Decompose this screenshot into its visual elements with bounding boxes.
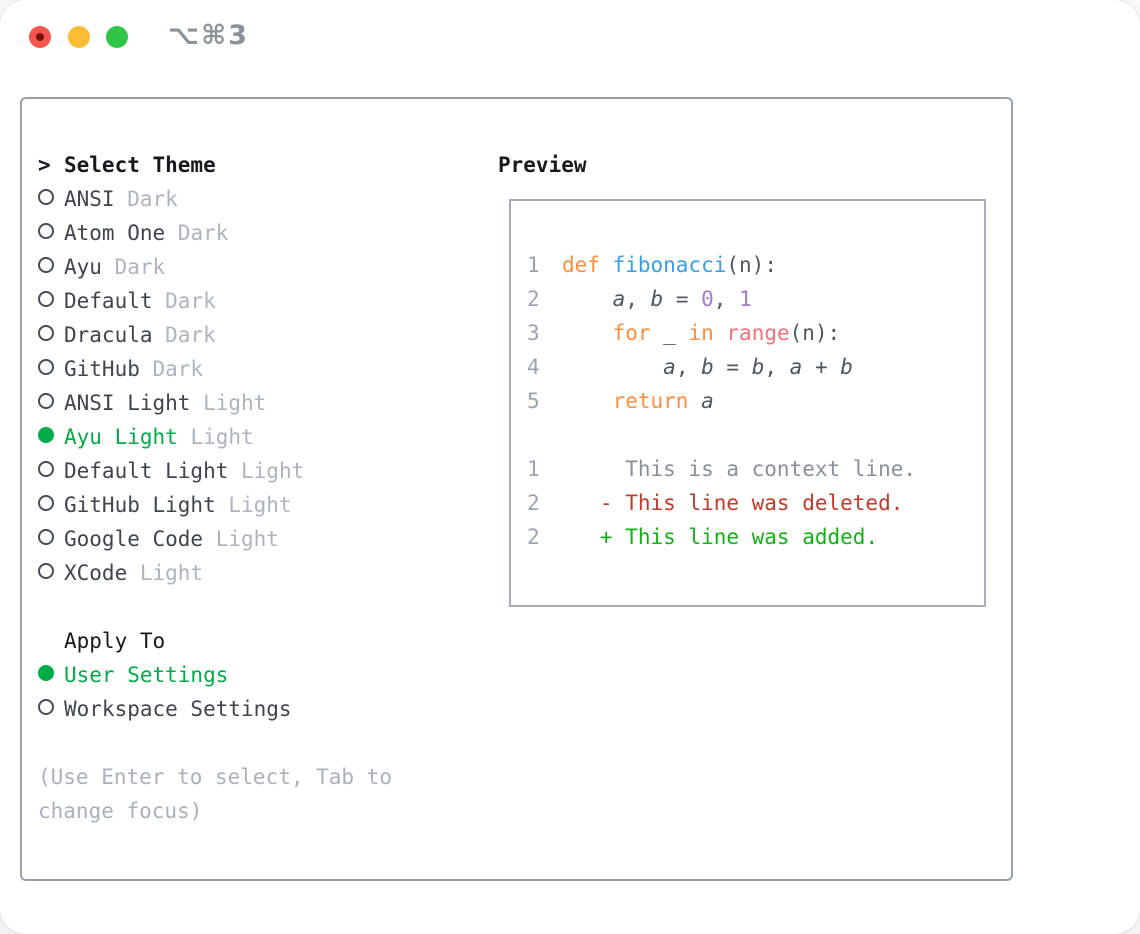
radio-circle-icon bbox=[38, 182, 64, 216]
item-variant: Light bbox=[177, 425, 254, 449]
item-variant: Dark bbox=[139, 357, 204, 381]
theme-item-github-light[interactable]: GitHub Light Light bbox=[38, 488, 438, 522]
keyboard-hint: (Use Enter to select, Tab to change focu… bbox=[38, 765, 393, 823]
item-name: ANSI Light bbox=[64, 391, 191, 415]
item-variant: Light bbox=[228, 459, 305, 483]
radio-selected-icon bbox=[38, 658, 64, 692]
item-name: Default bbox=[64, 289, 153, 313]
item-name: Google Code bbox=[64, 527, 204, 551]
radio-circle-icon bbox=[38, 216, 64, 250]
radio-circle-icon bbox=[38, 454, 64, 488]
blank-line bbox=[527, 418, 984, 452]
diff-line-deleted: 2 - This line was deleted. bbox=[527, 486, 984, 520]
theme-item-ayu-light[interactable]: Ayu Light Light bbox=[38, 420, 438, 454]
item-variant: Light bbox=[203, 527, 279, 551]
line-number: 1 bbox=[527, 253, 540, 277]
diff-line-added: 2 + This line was added. bbox=[527, 520, 984, 554]
item-name: Ayu bbox=[64, 255, 102, 279]
theme-item-ayu[interactable]: Ayu Dark bbox=[38, 250, 438, 284]
minimize-button[interactable] bbox=[68, 26, 90, 48]
radio-circle-icon bbox=[38, 284, 64, 318]
item-variant: Light bbox=[190, 391, 267, 415]
item-variant: Light bbox=[127, 561, 204, 585]
line-number: 2 bbox=[527, 525, 540, 549]
line-number: 5 bbox=[527, 389, 540, 413]
apply-option-user-settings[interactable]: User Settings bbox=[38, 658, 438, 692]
keyboard-shortcut-label: ⌥⌘3 bbox=[168, 20, 249, 51]
line-number: 3 bbox=[527, 321, 540, 345]
theme-item-ansi-light[interactable]: ANSI Light Light bbox=[38, 386, 438, 420]
close-button[interactable] bbox=[29, 26, 51, 48]
item-name: Atom One bbox=[64, 221, 166, 245]
item-variant: Dark bbox=[114, 187, 178, 211]
radio-circle-icon bbox=[38, 318, 64, 352]
select-theme-header: > Select Theme bbox=[38, 148, 438, 182]
item-name: GitHub bbox=[64, 357, 140, 381]
item-name: XCode bbox=[64, 561, 128, 585]
radio-circle-icon bbox=[38, 692, 64, 726]
code-line: 2 a, b = 0, 1 bbox=[527, 282, 984, 316]
line-number: 4 bbox=[527, 355, 540, 379]
item-name: User Settings bbox=[64, 663, 229, 687]
line-number: 2 bbox=[527, 491, 540, 515]
theme-item-default[interactable]: Default Dark bbox=[38, 284, 438, 318]
radio-circle-icon bbox=[38, 488, 64, 522]
radio-circle-icon bbox=[38, 556, 64, 590]
item-name: ANSI bbox=[64, 187, 115, 211]
item-name: Ayu Light bbox=[64, 425, 178, 449]
item-variant: Dark bbox=[152, 289, 216, 313]
item-name: Dracula bbox=[64, 323, 153, 347]
diff-line-context: 1 This is a context line. bbox=[527, 452, 984, 486]
theme-item-default-light[interactable]: Default Light Light bbox=[38, 454, 438, 488]
theme-item-github[interactable]: GitHub Dark bbox=[38, 352, 438, 386]
code-line: 3 for _ in range(n): bbox=[527, 316, 984, 350]
spacer bbox=[38, 590, 438, 624]
item-variant: Light bbox=[215, 493, 292, 517]
theme-item-atom-one[interactable]: Atom One Dark bbox=[38, 216, 438, 250]
apply-option-workspace-settings[interactable]: Workspace Settings bbox=[38, 692, 438, 726]
radio-circle-icon bbox=[38, 386, 64, 420]
selection-caret: > bbox=[38, 153, 51, 177]
item-variant: Dark bbox=[152, 323, 216, 347]
code-line: 5 return a bbox=[527, 384, 984, 418]
radio-circle-icon bbox=[38, 522, 64, 556]
select-theme-title: Select Theme bbox=[64, 153, 216, 177]
item-name: Workspace Settings bbox=[64, 697, 292, 721]
radio-circle-icon bbox=[38, 250, 64, 284]
item-name: Default Light bbox=[64, 459, 229, 483]
item-variant: Dark bbox=[165, 221, 229, 245]
line-number: 1 bbox=[527, 457, 540, 481]
spacer bbox=[38, 726, 438, 760]
zoom-button[interactable] bbox=[106, 26, 128, 48]
theme-item-dracula[interactable]: Dracula Dark bbox=[38, 318, 438, 352]
apply-to-header: Apply To bbox=[38, 624, 438, 658]
item-name: GitHub Light bbox=[64, 493, 216, 517]
code-line: 4 a, b = b, a + b bbox=[527, 350, 984, 384]
titlebar: ⌥⌘3 bbox=[0, 0, 1140, 97]
theme-item-xcode[interactable]: XCode Light bbox=[38, 556, 438, 590]
theme-item-ansi[interactable]: ANSI Dark bbox=[38, 182, 438, 216]
theme-item-google-code[interactable]: Google Code Light bbox=[38, 522, 438, 556]
preview-title: Preview bbox=[498, 153, 587, 177]
line-number: 2 bbox=[527, 287, 540, 311]
radio-selected-icon bbox=[38, 420, 64, 454]
item-variant: Dark bbox=[101, 255, 166, 279]
apply-to-title: Apply To bbox=[64, 629, 166, 653]
radio-circle-icon bbox=[38, 352, 64, 386]
